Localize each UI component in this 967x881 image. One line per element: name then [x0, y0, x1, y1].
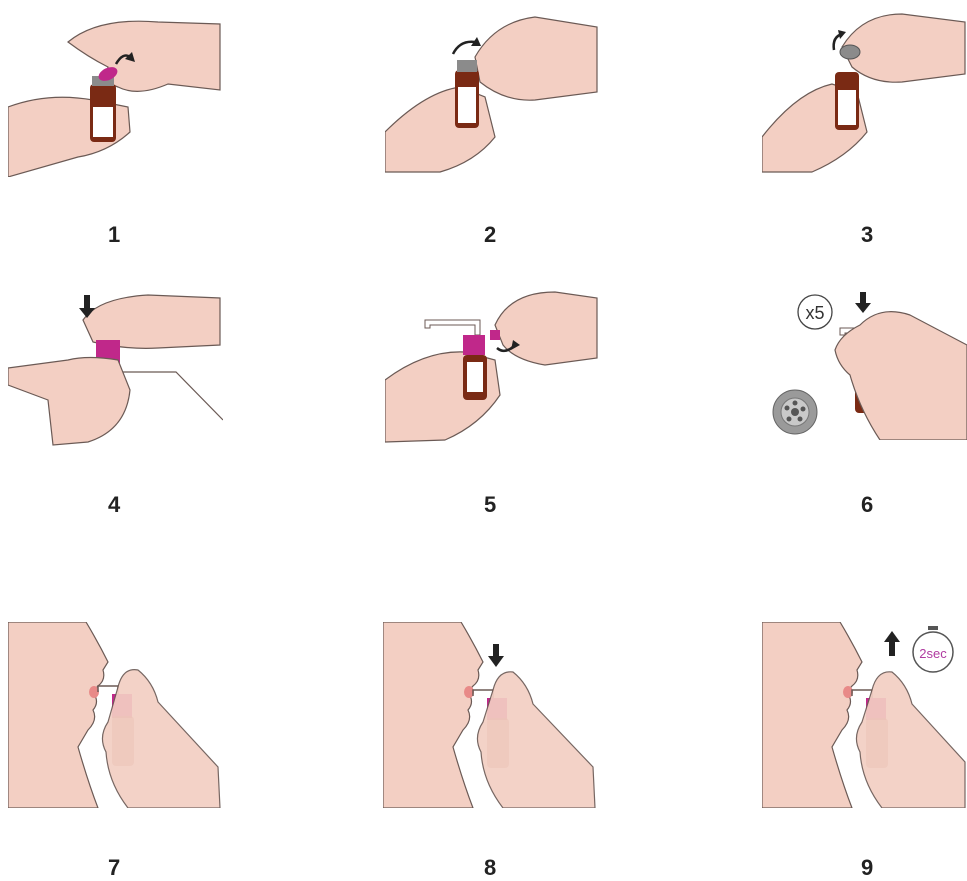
step-number-9: 9	[861, 855, 873, 881]
down-arrow-icon	[84, 295, 90, 309]
upper-hand	[842, 14, 965, 82]
step-3-illustration	[762, 12, 967, 177]
step-number-2: 2	[484, 222, 496, 248]
step-number-5: 5	[484, 492, 496, 518]
removed-seal	[840, 45, 860, 59]
down-arrow-icon	[860, 292, 866, 304]
stopwatch-icon	[928, 626, 938, 630]
hand	[856, 672, 965, 808]
up-arrow-icon	[884, 631, 900, 642]
curved-arrow-icon	[453, 42, 475, 54]
step-number-7: 7	[108, 855, 120, 881]
step-number-1: 1	[108, 222, 120, 248]
step-6-illustration: x5	[770, 290, 967, 440]
step-8-illustration	[383, 622, 623, 808]
upper-hand	[475, 17, 597, 100]
face-profile	[8, 622, 108, 808]
metal-seal	[457, 60, 477, 72]
hand	[102, 670, 220, 808]
step-number-4: 4	[108, 492, 120, 518]
upper-hand	[495, 292, 597, 365]
step-7-illustration	[8, 622, 248, 808]
pump-nozzle	[425, 320, 480, 335]
hand	[835, 312, 967, 440]
bottle-label	[467, 362, 483, 392]
fist-hand	[8, 358, 130, 446]
hand	[477, 672, 595, 808]
step-5-illustration	[385, 290, 625, 445]
step-1-illustration	[8, 12, 248, 177]
step-2-illustration	[385, 12, 625, 177]
bottle-label	[838, 90, 856, 125]
face-profile	[762, 622, 862, 808]
pump-collar	[463, 335, 485, 355]
face-profile	[383, 622, 483, 808]
bottle-label	[93, 107, 113, 137]
step-number-8: 8	[484, 855, 496, 881]
step-9-illustration: 2sec	[762, 622, 967, 808]
timer-text: 2sec	[919, 646, 947, 661]
down-arrow-icon	[493, 644, 499, 658]
repeat-count-text: x5	[805, 303, 824, 323]
step-number-6: 6	[861, 492, 873, 518]
step-4-illustration	[8, 290, 248, 450]
step-number-3: 3	[861, 222, 873, 248]
bottle-label	[458, 87, 476, 123]
upper-hand	[68, 21, 220, 91]
pump-cap	[490, 330, 500, 340]
